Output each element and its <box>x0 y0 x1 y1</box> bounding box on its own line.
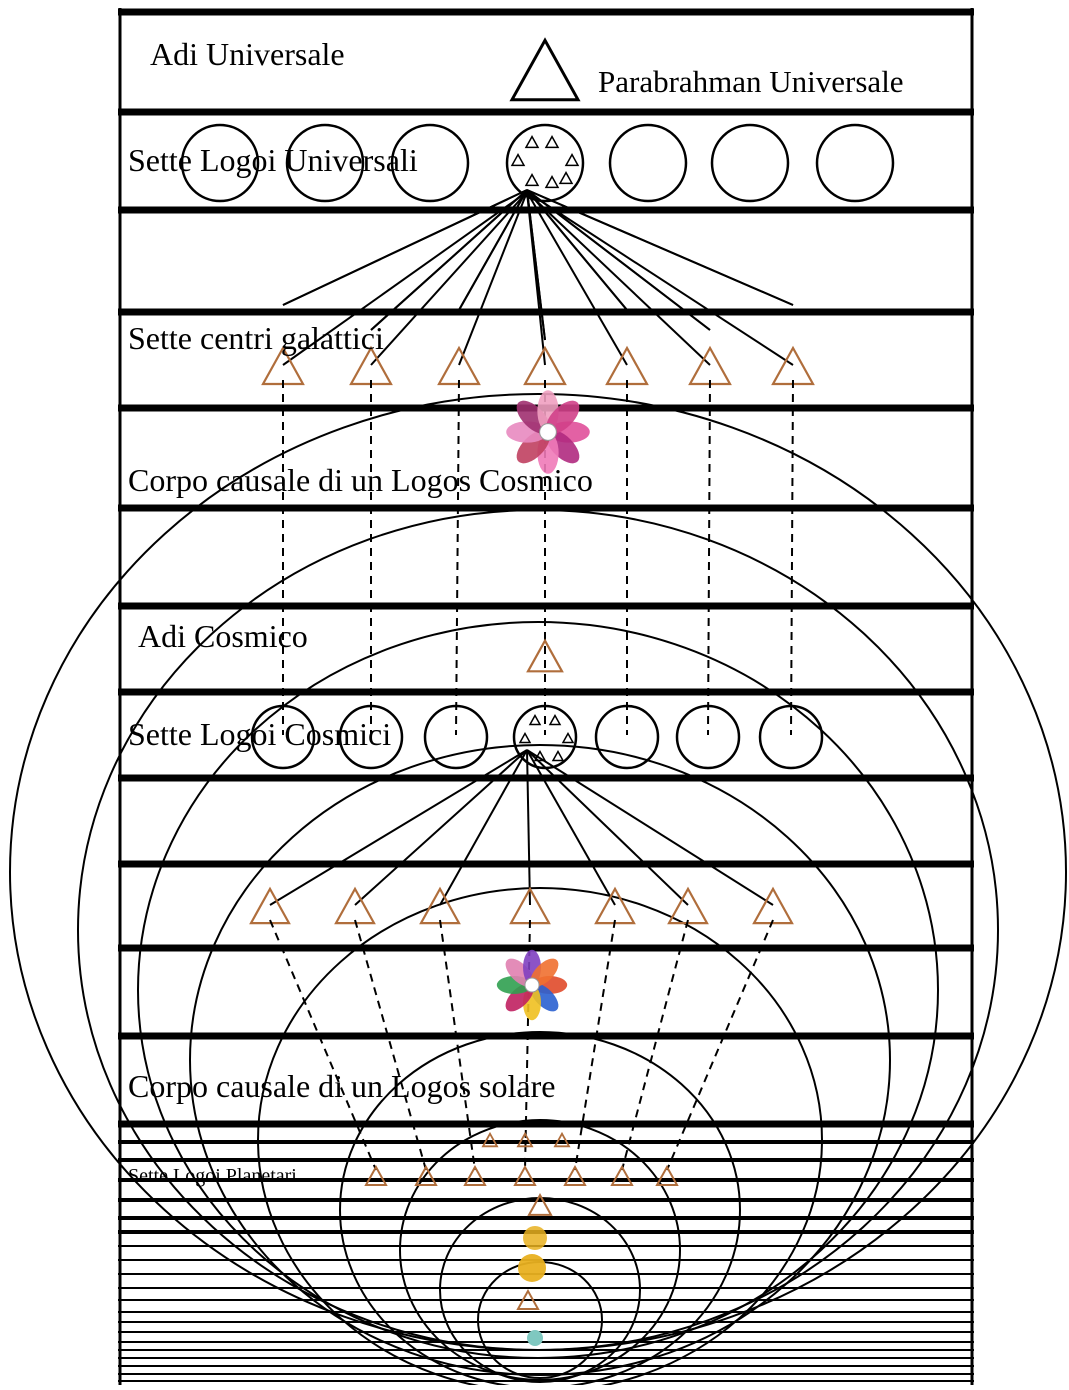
cosmic-logos-circle <box>760 706 822 768</box>
fan-line-outer <box>371 192 527 365</box>
galactic-triangle <box>525 348 565 384</box>
dashed-converge <box>355 920 426 1170</box>
mini-triangle <box>530 716 540 725</box>
cosmic-logos-circle <box>425 706 487 768</box>
mini-triangle <box>566 155 578 166</box>
fan-line-outer <box>527 192 793 365</box>
fan-line-lower <box>440 750 527 905</box>
dashed-converge <box>270 920 376 1170</box>
dashed-converge <box>622 920 688 1170</box>
fan-line-lower <box>527 750 773 905</box>
cosmic-logos-circle <box>677 706 739 768</box>
aura-ellipse <box>10 394 1066 1350</box>
dashed-connector <box>791 380 793 735</box>
label-corpo-causale-cosmico: Corpo causale di un Logos Cosmico <box>128 464 593 496</box>
solar-triangle <box>421 889 459 923</box>
mini-triangle <box>512 155 524 166</box>
dashed-converge <box>575 920 615 1170</box>
galactic-triangle <box>773 348 813 384</box>
label-sette-logoi-universali: Sette Logoi Universali <box>128 144 418 176</box>
universal-logos-circle <box>712 125 788 201</box>
chakra-gold-2 <box>518 1254 546 1282</box>
mini-triangle <box>526 175 538 186</box>
label-sette-centri-galattici: Sette centri galattici <box>128 322 384 354</box>
mini-triangle <box>560 173 572 184</box>
dashed-connector <box>708 380 710 735</box>
chakra-gold-1 <box>523 1226 547 1250</box>
cosmic-logos-circle <box>596 706 658 768</box>
solar-triangle <box>754 889 792 923</box>
planetary-triangle <box>515 1167 535 1185</box>
label-sette-logoi-cosmici: Sette Logoi Cosmici <box>128 718 391 750</box>
galactic-triangle <box>607 348 647 384</box>
label-parabrahman-universale: Parabrahman Universale <box>598 66 904 97</box>
mini-triangle <box>520 734 530 743</box>
solar-triangle <box>251 889 289 923</box>
galactic-triangle <box>690 348 730 384</box>
mini-triangle <box>526 137 538 148</box>
label-corpo-causale-solare: Corpo causale di un Logos solare <box>128 1070 555 1102</box>
aura-ellipse <box>440 1198 640 1382</box>
label-sette-logoi-planetari: Sette Logoi Planetari <box>128 1166 297 1186</box>
chakra-base <box>527 1330 543 1346</box>
fan-line-outer <box>527 192 710 365</box>
flower-center <box>525 978 539 992</box>
mini-triangle <box>550 716 560 725</box>
mini-triangle <box>546 177 558 188</box>
fan-line-lower <box>527 750 615 905</box>
mini-triangle <box>553 752 563 761</box>
dashed-converge <box>440 920 475 1170</box>
galactic-triangle <box>439 348 479 384</box>
parabrahman-triangle <box>512 40 578 99</box>
mini-triangle <box>546 137 558 148</box>
fan-line-lower <box>527 750 530 905</box>
solar-causal-flower <box>497 950 567 1020</box>
fan-line-lower <box>355 750 527 905</box>
mini-triangle <box>563 734 573 743</box>
dashed-connector <box>456 380 459 735</box>
fan-line-lower <box>270 750 527 905</box>
universal-logos-circle <box>610 125 686 201</box>
fan-line-lower <box>527 750 688 905</box>
universal-logos-circle <box>817 125 893 201</box>
universal-logos-circle <box>507 125 583 201</box>
label-adi-cosmico: Adi Cosmico <box>138 620 308 652</box>
flower-center <box>540 424 557 441</box>
label-adi-universale: Adi Universale <box>150 38 345 70</box>
